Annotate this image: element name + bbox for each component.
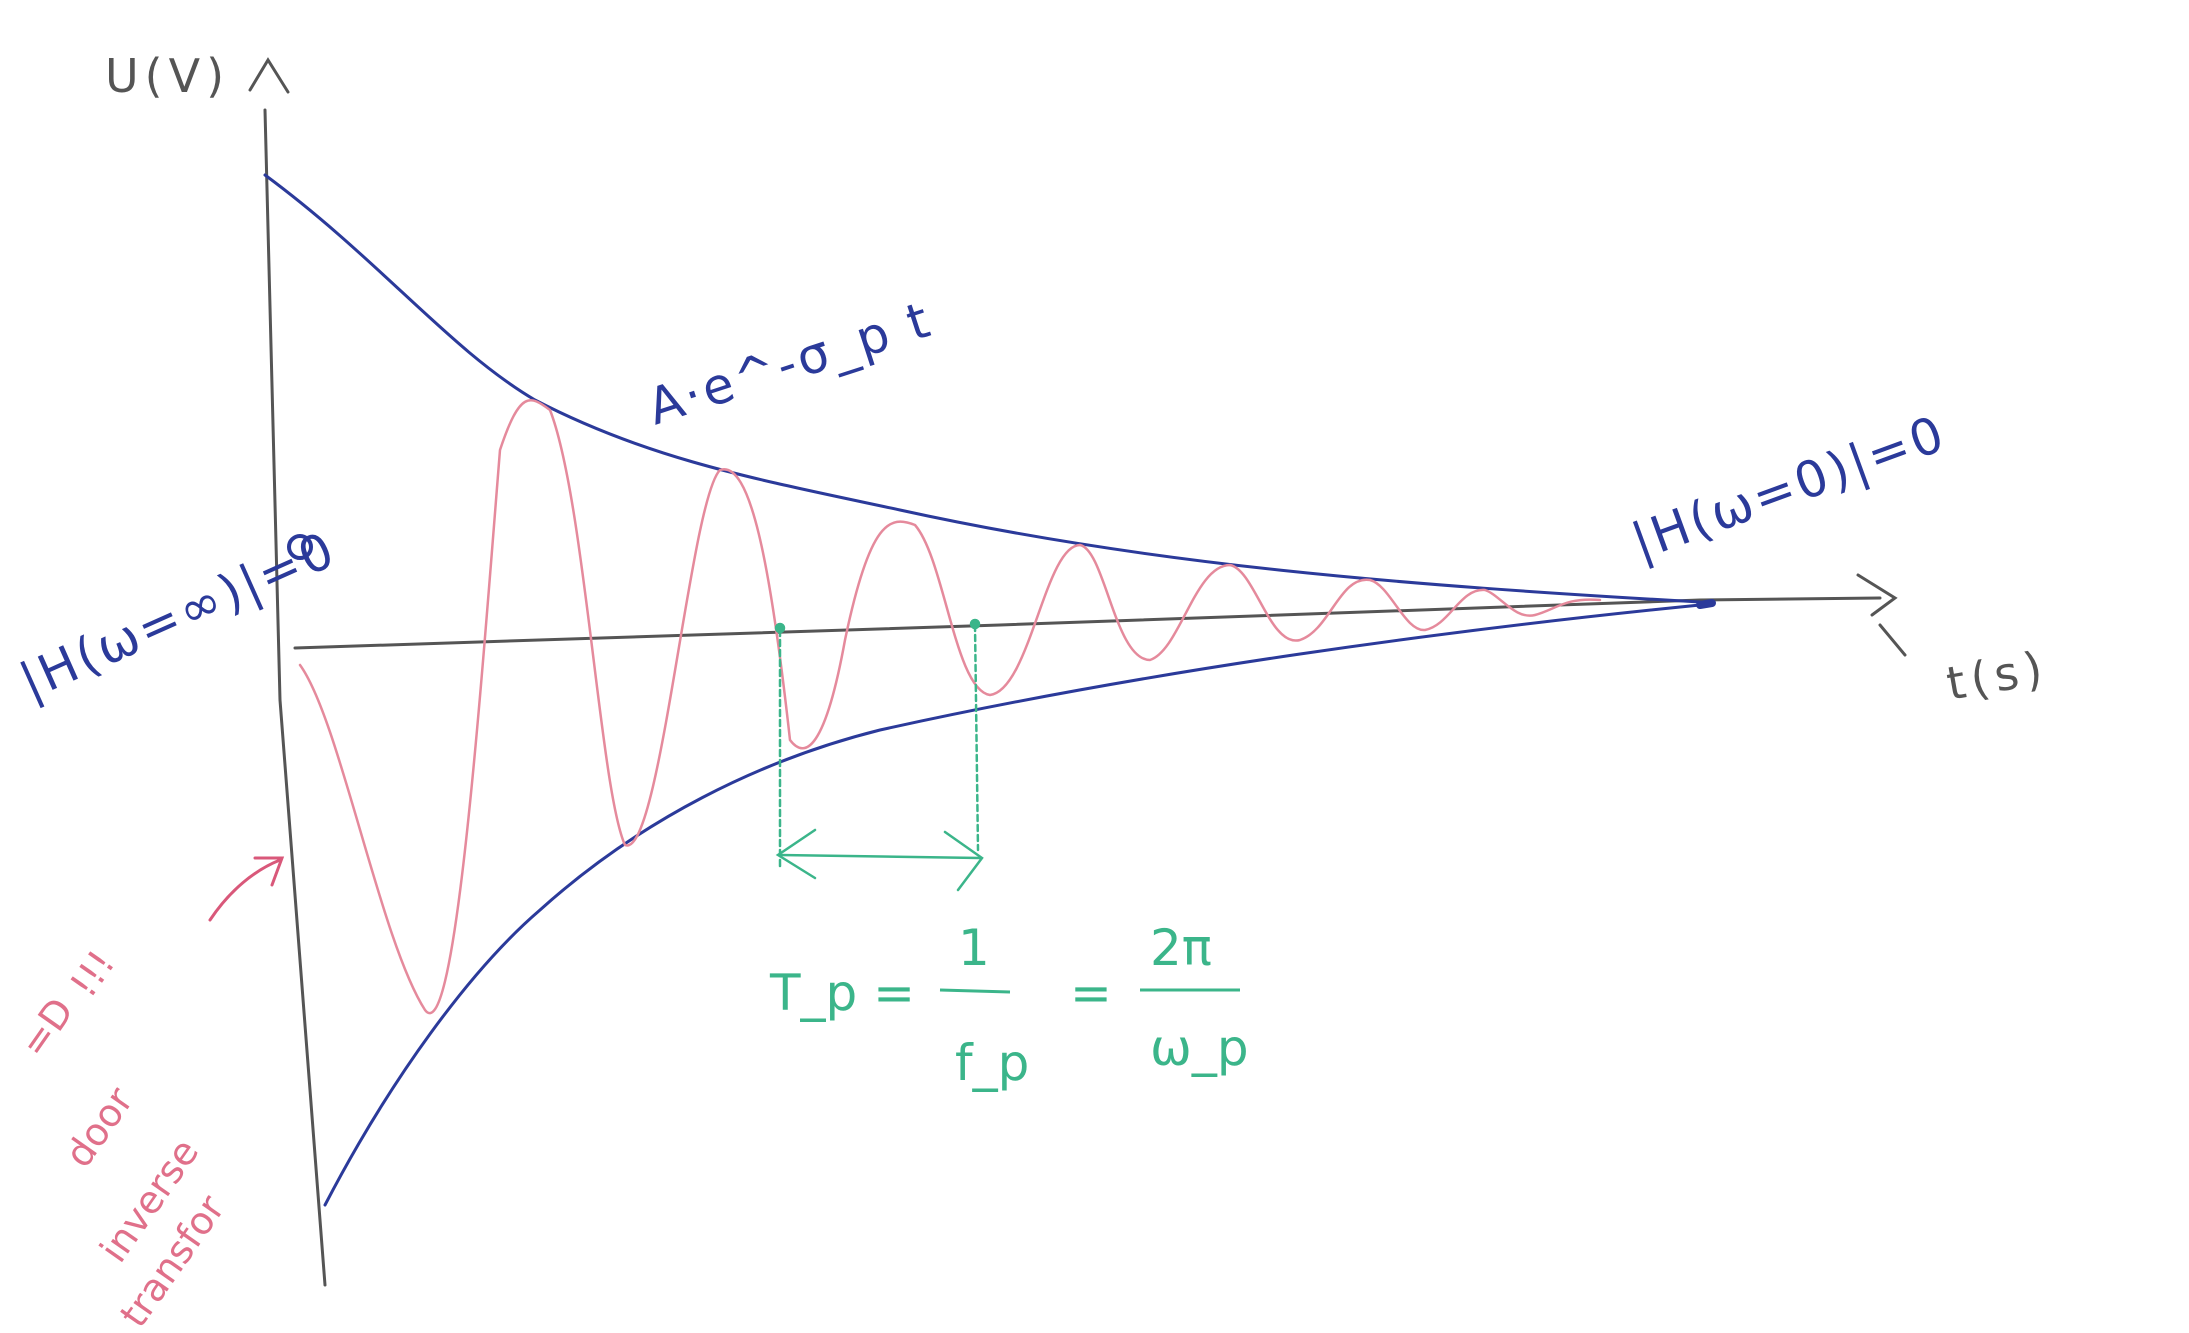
period-arrow-right-head (943, 830, 984, 892)
period-arrow-line (778, 853, 982, 860)
lower-envelope (323, 603, 1702, 1207)
x-axis-tail (1878, 623, 1907, 657)
y-axis-label: U(V) (105, 49, 230, 103)
side-note-door: door (56, 1079, 142, 1175)
start-condition-label: |H(ω=∞)|=0 (11, 520, 345, 711)
envelope-formula: A·e^-σ_p t (641, 290, 939, 436)
period-mid-fraction-bar (939, 988, 1011, 994)
period-dot-right (969, 618, 981, 630)
end-condition-label: |H(ω=0)|=0 (1624, 404, 1954, 571)
y-axis-arrowhead (248, 57, 290, 94)
axes (248, 57, 1907, 1287)
period-lhs: T_p = (769, 964, 915, 1022)
time-axis (293, 596, 1882, 650)
side-note: !!! =D door inverse transfor (11, 856, 285, 1333)
period-mid-numerator: 1 (958, 919, 990, 977)
period-arrow-left-head (775, 828, 817, 880)
x-axis-arrowhead (1856, 573, 1898, 617)
period-tick-right (973, 623, 980, 852)
y-axis (263, 108, 327, 1287)
period-rhs-numerator: 2π (1150, 919, 1212, 977)
side-note-implies: =D (11, 990, 82, 1065)
period-markers (774, 618, 984, 892)
side-note-arrow (208, 856, 285, 922)
period-rhs-denominator: ω_p (1150, 1019, 1249, 1077)
start-point-marker (287, 534, 313, 560)
period-formula: T_p = 1 f_p = 2π ω_p (769, 919, 1249, 1092)
period-dot-left (774, 622, 786, 634)
upper-envelope (263, 173, 1702, 604)
period-mid-denominator: f_p (955, 1034, 1029, 1092)
damped-signal (298, 399, 1602, 1015)
x-axis-label: t(s) (1943, 640, 2053, 711)
period-second-equals: = (1070, 964, 1112, 1022)
side-note-exclaim: !!! (61, 942, 123, 1005)
end-point-marker (1696, 599, 1716, 609)
